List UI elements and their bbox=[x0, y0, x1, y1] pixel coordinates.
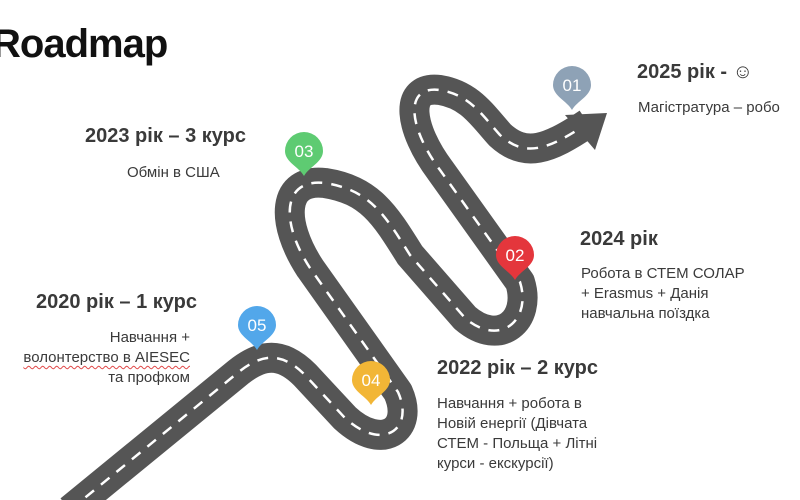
slide-title: Roadmap bbox=[0, 22, 168, 66]
description-line: + Erasmus + Данія bbox=[581, 285, 709, 302]
description-line: Робота в СТЕМ СОЛАР bbox=[581, 265, 745, 282]
map-pin-icon bbox=[553, 66, 591, 110]
map-pin-icon bbox=[496, 236, 534, 280]
map-pin-icon bbox=[285, 132, 323, 176]
description-line: Навчання + bbox=[109, 329, 190, 346]
milestone-2024-description: Робота в СТЕМ СОЛАР + Erasmus + Данія на… bbox=[581, 264, 745, 324]
map-pin-icon bbox=[238, 306, 276, 350]
pin-number: 04 bbox=[362, 371, 381, 390]
milestone-2025-description: Магістратура – робо bbox=[638, 98, 780, 118]
milestone-pin-03: 03 bbox=[285, 132, 323, 176]
milestone-pin-02: 02 bbox=[496, 236, 534, 280]
milestone-2022-heading: 2022 рік – 2 курс bbox=[437, 357, 598, 379]
milestone-2024-heading: 2024 рік bbox=[580, 228, 658, 250]
road-lane-markings bbox=[80, 88, 589, 500]
description-line: волонтерство в AIESEC bbox=[23, 349, 190, 366]
milestone-2025-heading: 2025 рік - ☺ bbox=[637, 61, 754, 83]
pin-number: 05 bbox=[248, 316, 267, 335]
road-arrow-head-icon bbox=[565, 113, 607, 150]
description-line: Новій енергії (Дівчата bbox=[437, 415, 588, 432]
description-line: та профком bbox=[108, 369, 190, 386]
description-line: Обмін в США bbox=[127, 164, 220, 181]
description-line: СТЕМ - Польща + Літні bbox=[437, 435, 598, 452]
description-line: навчальна поїздка bbox=[581, 305, 710, 322]
pin-number: 03 bbox=[295, 142, 314, 161]
milestone-pin-01: 01 bbox=[553, 66, 591, 110]
milestone-2022-description: Навчання + робота в Новій енергії (Дівча… bbox=[437, 394, 597, 474]
milestone-pin-04: 04 bbox=[352, 361, 390, 405]
milestone-2023-description: Обмін в США bbox=[127, 163, 220, 183]
milestone-2023-heading: 2023 рік – 3 курс bbox=[85, 125, 246, 147]
description-line: курси - екскурсії) bbox=[437, 455, 554, 472]
milestone-2020-heading: 2020 рік – 1 курс bbox=[36, 291, 197, 313]
map-pin-icon bbox=[352, 361, 390, 405]
pin-number: 01 bbox=[563, 76, 582, 95]
description-line: Магістратура – робо bbox=[638, 99, 780, 116]
milestone-pin-05: 05 bbox=[238, 306, 276, 350]
description-line: Навчання + робота в bbox=[437, 395, 582, 412]
pin-number: 02 bbox=[506, 246, 525, 265]
milestone-2020-description: Навчання + волонтерство в AIESEC та проф… bbox=[23, 328, 190, 388]
